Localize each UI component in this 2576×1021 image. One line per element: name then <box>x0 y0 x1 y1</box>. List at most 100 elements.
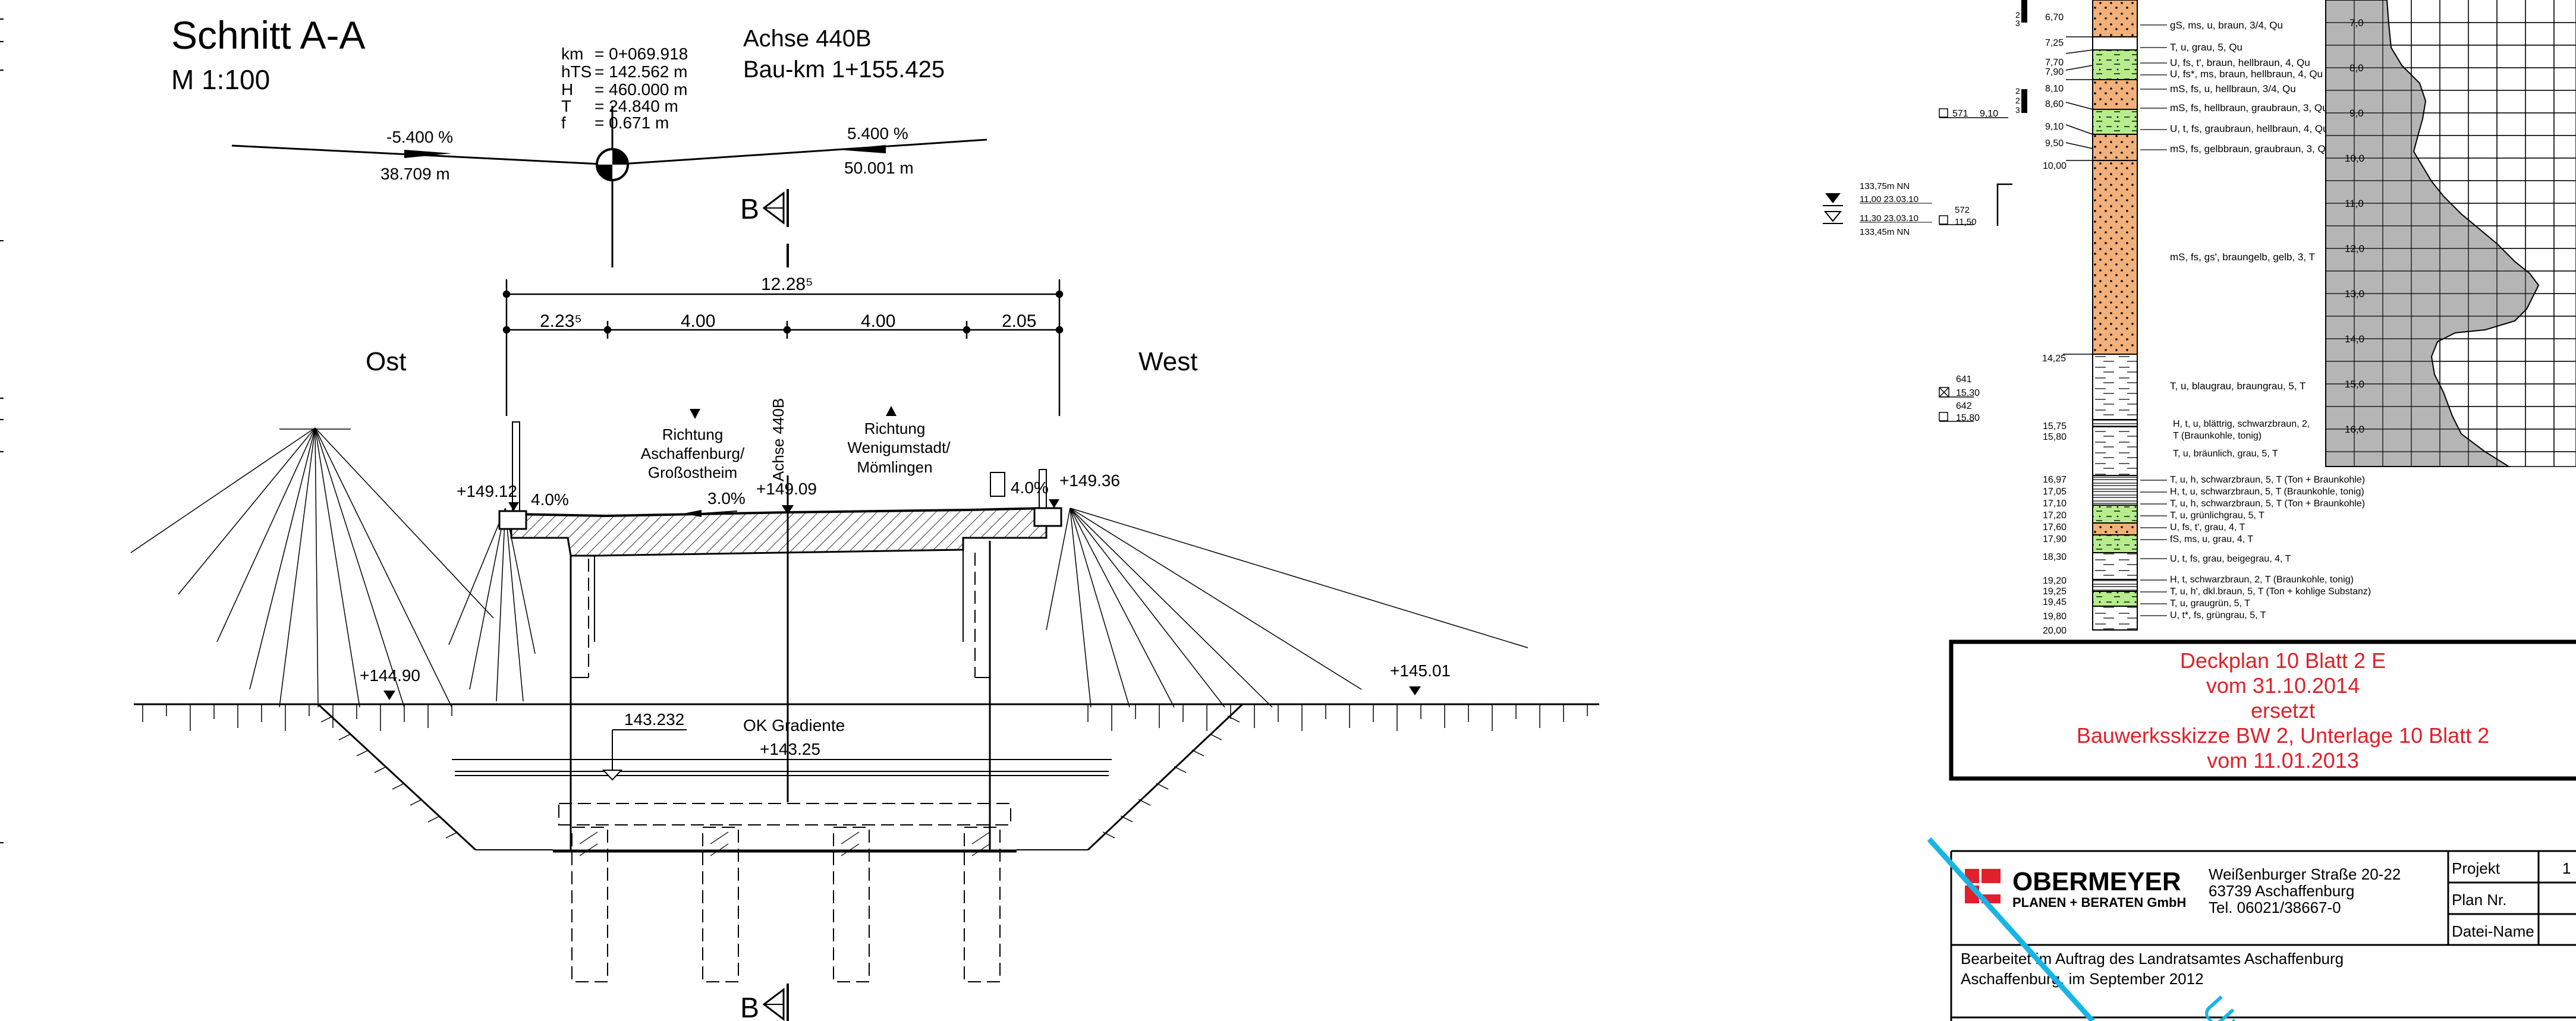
road-cutting <box>317 703 1244 982</box>
svg-text:14,25: 14,25 <box>2042 354 2066 364</box>
svg-text:Richtung: Richtung <box>864 420 926 437</box>
ok-gradiente: OK Gradiente <box>743 716 845 735</box>
sounding-diagram: 7,0 8,0 9,0 10,0 11,0 12,0 13,0 14,0 15,… <box>2325 0 2576 467</box>
groundwater: 133,75m NN 11,00 23.03.10 11,30 23.03.10… <box>1823 181 2012 237</box>
direction-left: Richtung Aschaffenburg/ Großostheim <box>641 426 745 481</box>
grade-left-length: 38.709 m <box>380 165 450 183</box>
svg-text:1: 1 <box>2562 859 2571 877</box>
elev-right-top: +149.36 <box>1059 471 1120 490</box>
elev-ground-left: +144.90 <box>360 666 420 685</box>
elev-left-top: +149.12 <box>457 482 517 500</box>
svg-text:vom 31.10.2014: vom 31.10.2014 <box>2206 673 2360 698</box>
svg-text:8,10: 8,10 <box>2045 84 2064 94</box>
svg-text:mS, fs, u, hellbraun, 3/4, Qu: mS, fs, u, hellbraun, 3/4, Qu <box>2170 83 2296 94</box>
dim-4: 2.05 <box>1002 311 1036 331</box>
svg-text:63739 Aschaffenburg: 63739 Aschaffenburg <box>2209 882 2354 900</box>
f-key: f <box>561 114 566 132</box>
direction-right: Richtung Wenigumstadt/ Mömlingen <box>848 420 951 476</box>
svg-text:3: 3 <box>2015 18 2020 28</box>
svg-text:2: 2 <box>2015 96 2020 105</box>
svg-text:Wenigumstadt/: Wenigumstadt/ <box>848 439 951 456</box>
svg-text:U, fs, t', braun, hellbraun, 4: U, fs, t', braun, hellbraun, 4, Qu <box>2170 57 2310 68</box>
slope-fan-right <box>1046 508 1528 708</box>
svg-text:gS, ms, u, braun, 3/4, Qu: gS, ms, u, braun, 3/4, Qu <box>2170 20 2283 31</box>
section-scale: M 1:100 <box>171 64 270 95</box>
svg-text:H, t, u, blättrig, schwarzbrau: H, t, u, blättrig, schwarzbraun, 2, <box>2173 419 2310 429</box>
grade-right-length: 50.001 m <box>844 159 914 177</box>
h-value: = 460.000 m <box>595 80 687 99</box>
svg-text:2: 2 <box>2015 86 2020 96</box>
svg-text:7,90: 7,90 <box>2045 67 2064 77</box>
slope-mid: 3.0% <box>707 489 746 508</box>
section-mark-top: B <box>740 189 789 227</box>
svg-text:T (Braunkohle, tonig): T (Braunkohle, tonig) <box>2173 431 2262 441</box>
svg-text:Datei-Name: Datei-Name <box>2452 922 2534 940</box>
svg-text:572: 572 <box>1955 205 1970 215</box>
km-key: km <box>561 45 583 63</box>
svg-text:133,75m NN: 133,75m NN <box>1860 181 1910 191</box>
svg-text:H, t, u, schwarzbraun, 5, T (B: H, t, u, schwarzbraun, 5, T (Braunkohle,… <box>2170 487 2364 497</box>
dim-1: 2.23⁵ <box>540 311 582 331</box>
grade-diagram: -5.400 % 38.709 m 5.400 % 50.001 m <box>231 106 987 267</box>
svg-text:642: 642 <box>1956 401 1972 411</box>
svg-text:571: 571 <box>1952 109 1968 119</box>
t-value: = 24.840 m <box>595 97 678 115</box>
svg-text:Mömlingen: Mömlingen <box>857 458 932 476</box>
svg-text:6,70: 6,70 <box>2045 12 2064 23</box>
svg-text:fS, ms, u, grau, 4, T: fS, ms, u, grau, 4, T <box>2170 534 2253 544</box>
borehole-log: 6,70 7,25 7,70 7,90 8,10 8,60 9,10 9,50 … <box>1823 0 2371 636</box>
svg-text:19,45: 19,45 <box>2043 597 2067 607</box>
svg-text:Bearbeitet im Auftrag des Land: Bearbeitet im Auftrag des Landratsamtes … <box>1961 950 2344 968</box>
svg-text:17,60: 17,60 <box>2043 522 2067 532</box>
svg-text:17,10: 17,10 <box>2043 499 2067 509</box>
svg-text:19,25: 19,25 <box>2043 587 2067 597</box>
svg-text:17,05: 17,05 <box>2043 487 2067 497</box>
svg-text:T, u, h, schwarzbraun, 5, T (T: T, u, h, schwarzbraun, 5, T (Ton + Braun… <box>2170 475 2365 485</box>
section-drawing: Schnitt A-A M 1:100 km = 0+069.918 hTS =… <box>130 13 1599 1021</box>
svg-text:15,0: 15,0 <box>2345 379 2364 390</box>
svg-text:13,0: 13,0 <box>2345 288 2364 300</box>
elev-ground-right: +145.01 <box>1390 661 1451 680</box>
title-block: OBERMEYER PLANEN + BERATEN GmbH Weißenbu… <box>1927 837 2576 1021</box>
dimension-lines <box>502 279 1064 416</box>
svg-text:T, u, grau, 5, Qu: T, u, grau, 5, Qu <box>2170 42 2242 53</box>
svg-text:mS, fs, hellbraun, graubraun,: mS, fs, hellbraun, graubraun, 3, Qu <box>2170 102 2328 114</box>
svg-text:11,00 23.03.10: 11,00 23.03.10 <box>1860 194 1918 204</box>
svg-text:17,90: 17,90 <box>2043 534 2067 544</box>
svg-text:7,70: 7,70 <box>2045 58 2064 68</box>
svg-text:9,10: 9,10 <box>1980 109 1998 119</box>
svg-text:11,50: 11,50 <box>1955 217 1976 227</box>
svg-text:9,0: 9,0 <box>2349 108 2364 119</box>
svg-text:15,80: 15,80 <box>1956 413 1980 423</box>
svg-text:Projekt: Projekt <box>2452 859 2500 877</box>
svg-text:Weißenburger Straße 20-22: Weißenburger Straße 20-22 <box>2209 865 2401 883</box>
svg-text:Richtung: Richtung <box>662 426 724 443</box>
svg-text:Plan Nr.: Plan Nr. <box>2452 891 2507 909</box>
dim-2: 4.00 <box>681 311 715 331</box>
hts-key: hTS <box>561 62 592 81</box>
svg-text:641: 641 <box>1956 374 1972 385</box>
svg-text:T, u, graugrün, 5, T: T, u, graugrün, 5, T <box>2170 598 2250 609</box>
direction-arrow-down <box>690 409 700 419</box>
svg-text:Aschaffenburg, im September 20: Aschaffenburg, im September 2012 <box>1961 970 2204 988</box>
svg-text:Tel. 06021/38667-0: Tel. 06021/38667-0 <box>2209 899 2341 916</box>
svg-text:Deckplan 10 Blatt 2 E: Deckplan 10 Blatt 2 E <box>2180 648 2386 673</box>
f-value: = 0.671 m <box>595 114 669 132</box>
curve-data-block: km = 0+069.918 hTS = 142.562 m H = 460.0… <box>561 45 688 132</box>
axis-title: Achse 440B <box>743 26 872 52</box>
svg-text:U, fs*, ms, braun, hellbraun,: U, fs*, ms, braun, hellbraun, 4, Qu <box>2170 68 2323 80</box>
svg-text:T, u, h, schwarzbraun, 5, T (T: T, u, h, schwarzbraun, 5, T (Ton + Braun… <box>2170 499 2365 509</box>
grade-left: -5.400 % <box>386 128 453 146</box>
svg-text:15,80: 15,80 <box>2043 432 2067 442</box>
h-key: H <box>561 80 573 99</box>
svg-text:18,30: 18,30 <box>2043 552 2067 562</box>
svg-text:B: B <box>740 992 759 1021</box>
svg-text:16,0: 16,0 <box>2345 424 2364 435</box>
svg-text:20,00: 20,00 <box>2043 626 2067 636</box>
svg-text:Unt: Unt <box>2194 988 2263 1021</box>
svg-text:7,25: 7,25 <box>2045 38 2064 48</box>
dim-3: 4.00 <box>861 311 895 331</box>
svg-text:14,0: 14,0 <box>2345 333 2364 345</box>
svg-text:B: B <box>740 194 759 225</box>
